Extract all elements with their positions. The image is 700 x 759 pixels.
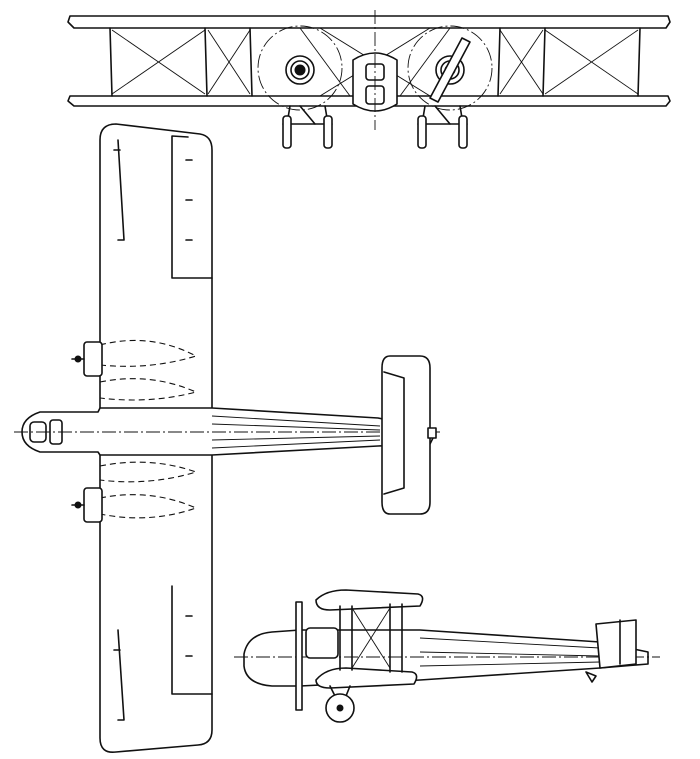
plan-view — [14, 123, 440, 754]
front-engine-left — [285, 55, 315, 85]
front-view — [67, 10, 671, 149]
side-tailskid — [585, 671, 597, 683]
front-wheels — [282, 115, 468, 149]
right-propeller-disc — [407, 25, 493, 111]
left-propeller-disc — [257, 25, 343, 111]
front-propeller-blade — [429, 37, 471, 103]
side-engine — [305, 627, 339, 659]
front-interplane-struts — [109, 27, 641, 97]
front-upper-wing — [67, 15, 671, 29]
plan-elevators — [383, 371, 405, 495]
side-struts — [339, 603, 403, 673]
plan-fuselage — [21, 407, 435, 456]
plan-fuselage-stringers — [211, 415, 381, 449]
front-bracing-wires — [111, 27, 639, 97]
side-lower-wing — [315, 667, 418, 689]
side-view — [234, 589, 660, 723]
side-bracing — [351, 607, 391, 669]
plan-nacelle-right — [99, 461, 198, 483]
plan-nacelle-left — [99, 339, 198, 367]
side-fuselage-stringers — [419, 637, 601, 667]
side-upper-wing — [315, 589, 424, 611]
plan-engine-left — [71, 341, 103, 377]
plan-engine-right — [71, 487, 103, 523]
plan-wing-hinges — [113, 149, 193, 657]
plan-tailplane — [381, 355, 431, 515]
side-tail-fin — [595, 619, 637, 669]
plan-ailerons — [117, 135, 213, 721]
side-propeller — [295, 601, 303, 711]
side-fuselage — [243, 629, 649, 687]
